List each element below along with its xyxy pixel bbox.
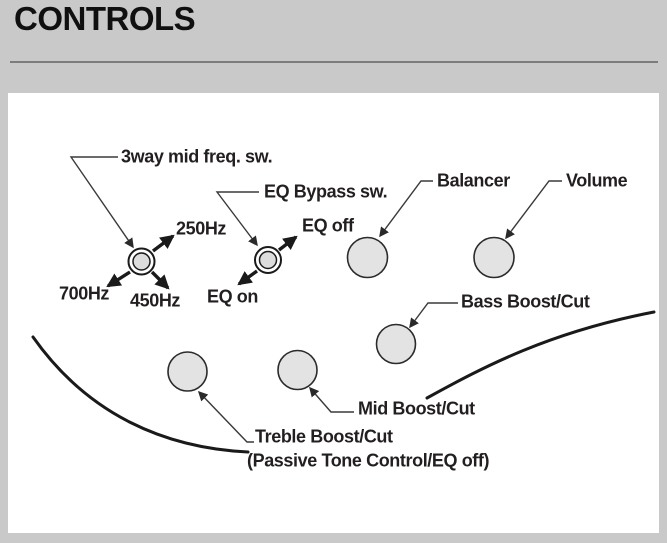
bass-boost-cut-label: Bass Boost/Cut (461, 291, 590, 312)
title-divider (10, 61, 658, 63)
page-title: CONTROLS (14, 0, 196, 37)
mid-freq-arrow-250hz (151, 234, 175, 253)
freq-700hz-label: 700Hz (59, 283, 110, 304)
bass-leader (409, 302, 458, 329)
body-outline-right-curve (425, 310, 656, 400)
balancer-label: Balancer (437, 170, 510, 191)
eq-bypass-arrow-off (277, 235, 298, 252)
mid-freq-switch (127, 247, 156, 276)
treble-passive-note-label: (Passive Tone Control/EQ off) (247, 450, 490, 471)
treble-boost-cut-label: Treble Boost/Cut (255, 426, 393, 447)
volume-label: Volume (566, 170, 628, 191)
mid-boost-cut-knob (277, 349, 318, 391)
eq-bypass-arrow-on (237, 269, 258, 286)
mid-boost-cut-label: Mid Boost/Cut (358, 398, 475, 419)
treble-boost-cut-knob (167, 351, 208, 392)
controls-diagram-panel (8, 93, 659, 533)
eq-off-label: EQ off (302, 215, 354, 236)
balancer-knob (346, 236, 389, 279)
bass-boost-cut-knob (375, 323, 417, 365)
eq-bypass-switch (254, 246, 282, 274)
mid-freq-switch-leader (69, 156, 134, 249)
balancer-leader (379, 180, 433, 238)
treble-leader (197, 390, 254, 443)
freq-450hz-label: 450Hz (130, 290, 181, 311)
eq-bypass-switch-label: EQ Bypass sw. (264, 181, 388, 202)
body-outline-left-curve (31, 335, 250, 454)
eq-on-label: EQ on (207, 286, 258, 307)
mid-freq-arrow-700hz (106, 270, 131, 288)
mid-freq-arrow-450hz (150, 270, 170, 290)
eq-bypass-switch-leader (215, 191, 259, 247)
freq-250hz-label: 250Hz (176, 218, 227, 239)
volume-knob (473, 236, 515, 279)
mid-leader (309, 386, 354, 413)
mid-freq-switch-label: 3way mid freq. sw. (121, 146, 273, 167)
volume-leader (505, 180, 562, 240)
